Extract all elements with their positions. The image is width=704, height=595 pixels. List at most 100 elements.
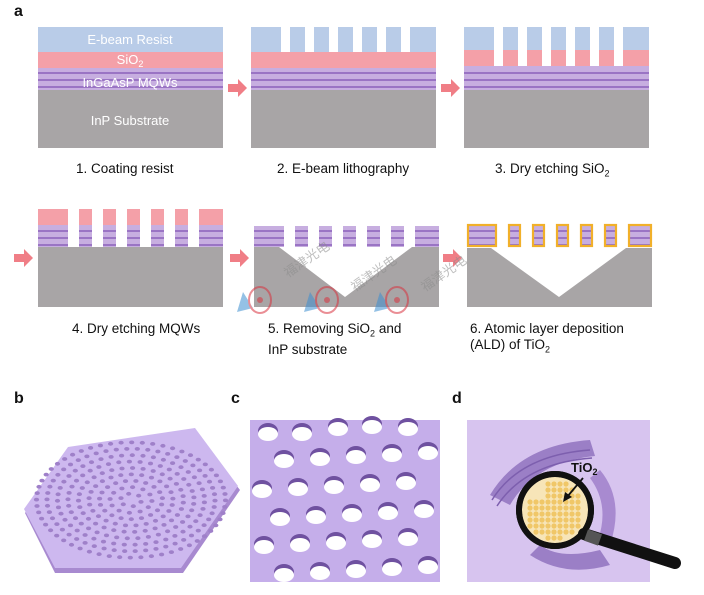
tio2-particle bbox=[551, 499, 557, 505]
crystal-hole bbox=[153, 547, 159, 551]
crystal-hole bbox=[174, 513, 180, 517]
tio2-particle bbox=[563, 523, 569, 529]
tio2-particle bbox=[539, 529, 545, 535]
sem-hole bbox=[274, 454, 294, 468]
crystal-hole bbox=[116, 508, 122, 513]
tio2-particle bbox=[569, 499, 575, 505]
crystal-hole bbox=[191, 475, 197, 480]
crystal-hole bbox=[61, 538, 67, 543]
sem-hole bbox=[378, 506, 398, 520]
crystal-hole bbox=[120, 502, 126, 507]
crystal-hole bbox=[159, 502, 165, 507]
tio2-particle bbox=[545, 487, 551, 493]
tio2-particle bbox=[545, 493, 551, 499]
crystal-hole bbox=[67, 462, 74, 467]
crystal-hole bbox=[152, 518, 159, 523]
sem-hole bbox=[290, 538, 310, 552]
tio2-particle bbox=[569, 517, 575, 523]
crystal-hole bbox=[132, 530, 138, 534]
crystal-hole bbox=[95, 514, 102, 519]
tio2-particle bbox=[551, 487, 557, 493]
step2-stack bbox=[251, 27, 436, 148]
crystal-hole bbox=[78, 449, 84, 453]
crystal-hole bbox=[68, 510, 74, 515]
tio2-particle bbox=[527, 523, 533, 529]
crystal-hole bbox=[160, 457, 166, 462]
tio2-particle bbox=[563, 511, 569, 517]
crystal-hole bbox=[130, 485, 136, 490]
crystal-hole bbox=[97, 496, 103, 501]
crystal-hole bbox=[80, 473, 86, 478]
crystal-hole bbox=[45, 491, 51, 495]
crystal-hole bbox=[75, 458, 81, 462]
tio2-particle bbox=[545, 499, 551, 505]
tio2-particle bbox=[563, 481, 569, 487]
crystal-hole bbox=[166, 509, 172, 513]
crystal-hole bbox=[59, 527, 65, 532]
tio2-particle bbox=[569, 511, 575, 517]
crystal-hole bbox=[140, 453, 146, 458]
crystal-hole bbox=[74, 537, 80, 541]
photonic-crystal-hexagon bbox=[24, 428, 240, 573]
crystal-hole bbox=[117, 555, 123, 560]
crystal-hole bbox=[213, 523, 219, 528]
crystal-hole bbox=[197, 513, 203, 518]
crystal-hole bbox=[88, 490, 94, 494]
tio2-particle bbox=[551, 505, 557, 511]
tio2-particle bbox=[527, 505, 533, 511]
crystal-hole bbox=[172, 541, 178, 546]
tio2-particle bbox=[533, 523, 539, 529]
tio2-particle bbox=[557, 493, 563, 499]
tio2-particle bbox=[527, 517, 533, 523]
crystal-hole bbox=[160, 514, 166, 519]
tio2-particle bbox=[557, 505, 563, 511]
crystal-hole bbox=[127, 555, 133, 560]
crystal-hole bbox=[39, 516, 45, 521]
crystal-hole bbox=[149, 499, 155, 503]
crystal-hole bbox=[168, 518, 175, 523]
crystal-hole bbox=[69, 484, 75, 489]
crystal-hole bbox=[86, 496, 92, 501]
sem-hole bbox=[274, 568, 294, 582]
crystal-hole bbox=[93, 451, 99, 456]
sem-hole bbox=[310, 566, 330, 580]
crystal-hole bbox=[174, 472, 180, 476]
sem-hole bbox=[418, 560, 438, 574]
crystal-hole bbox=[222, 505, 228, 509]
tio2-particle bbox=[545, 523, 551, 529]
crystal-hole bbox=[220, 511, 226, 516]
crystal-hole bbox=[72, 468, 78, 473]
crystal-hole bbox=[88, 460, 95, 465]
tio2-particle bbox=[539, 517, 545, 523]
sem-hole bbox=[346, 564, 366, 578]
crystal-hole bbox=[138, 555, 144, 560]
crystal-hole bbox=[163, 544, 169, 549]
crystal-hole bbox=[96, 552, 102, 557]
crystal-hole bbox=[180, 520, 186, 524]
crystal-hole bbox=[159, 552, 165, 557]
crystal-hole bbox=[201, 494, 207, 498]
step1-stack: E-beam Resist SiO2 InGaAsP MQWs InP Subs… bbox=[38, 27, 223, 148]
crystal-hole bbox=[46, 510, 53, 514]
crystal-hole bbox=[122, 523, 129, 528]
crystal-hole bbox=[169, 503, 175, 507]
arrow-icon bbox=[230, 249, 249, 267]
crystal-hole bbox=[84, 454, 90, 459]
crystal-hole bbox=[180, 529, 186, 534]
crystal-hole bbox=[167, 476, 173, 481]
tio2-particle bbox=[569, 523, 575, 529]
crystal-hole bbox=[113, 481, 119, 486]
tio2-particle bbox=[545, 535, 551, 541]
tio2-particle bbox=[551, 523, 557, 529]
crystal-hole bbox=[121, 542, 127, 547]
crystal-hole bbox=[36, 484, 42, 489]
sem-hole bbox=[362, 420, 382, 434]
crystal-hole bbox=[90, 508, 96, 513]
step5-stack bbox=[254, 226, 439, 307]
crystal-hole bbox=[107, 497, 113, 501]
panel-label-b: b bbox=[14, 390, 24, 407]
arrow-icon bbox=[228, 79, 247, 97]
crystal-hole bbox=[174, 455, 180, 459]
sem-hole bbox=[398, 422, 418, 436]
crystal-hole bbox=[65, 497, 71, 502]
